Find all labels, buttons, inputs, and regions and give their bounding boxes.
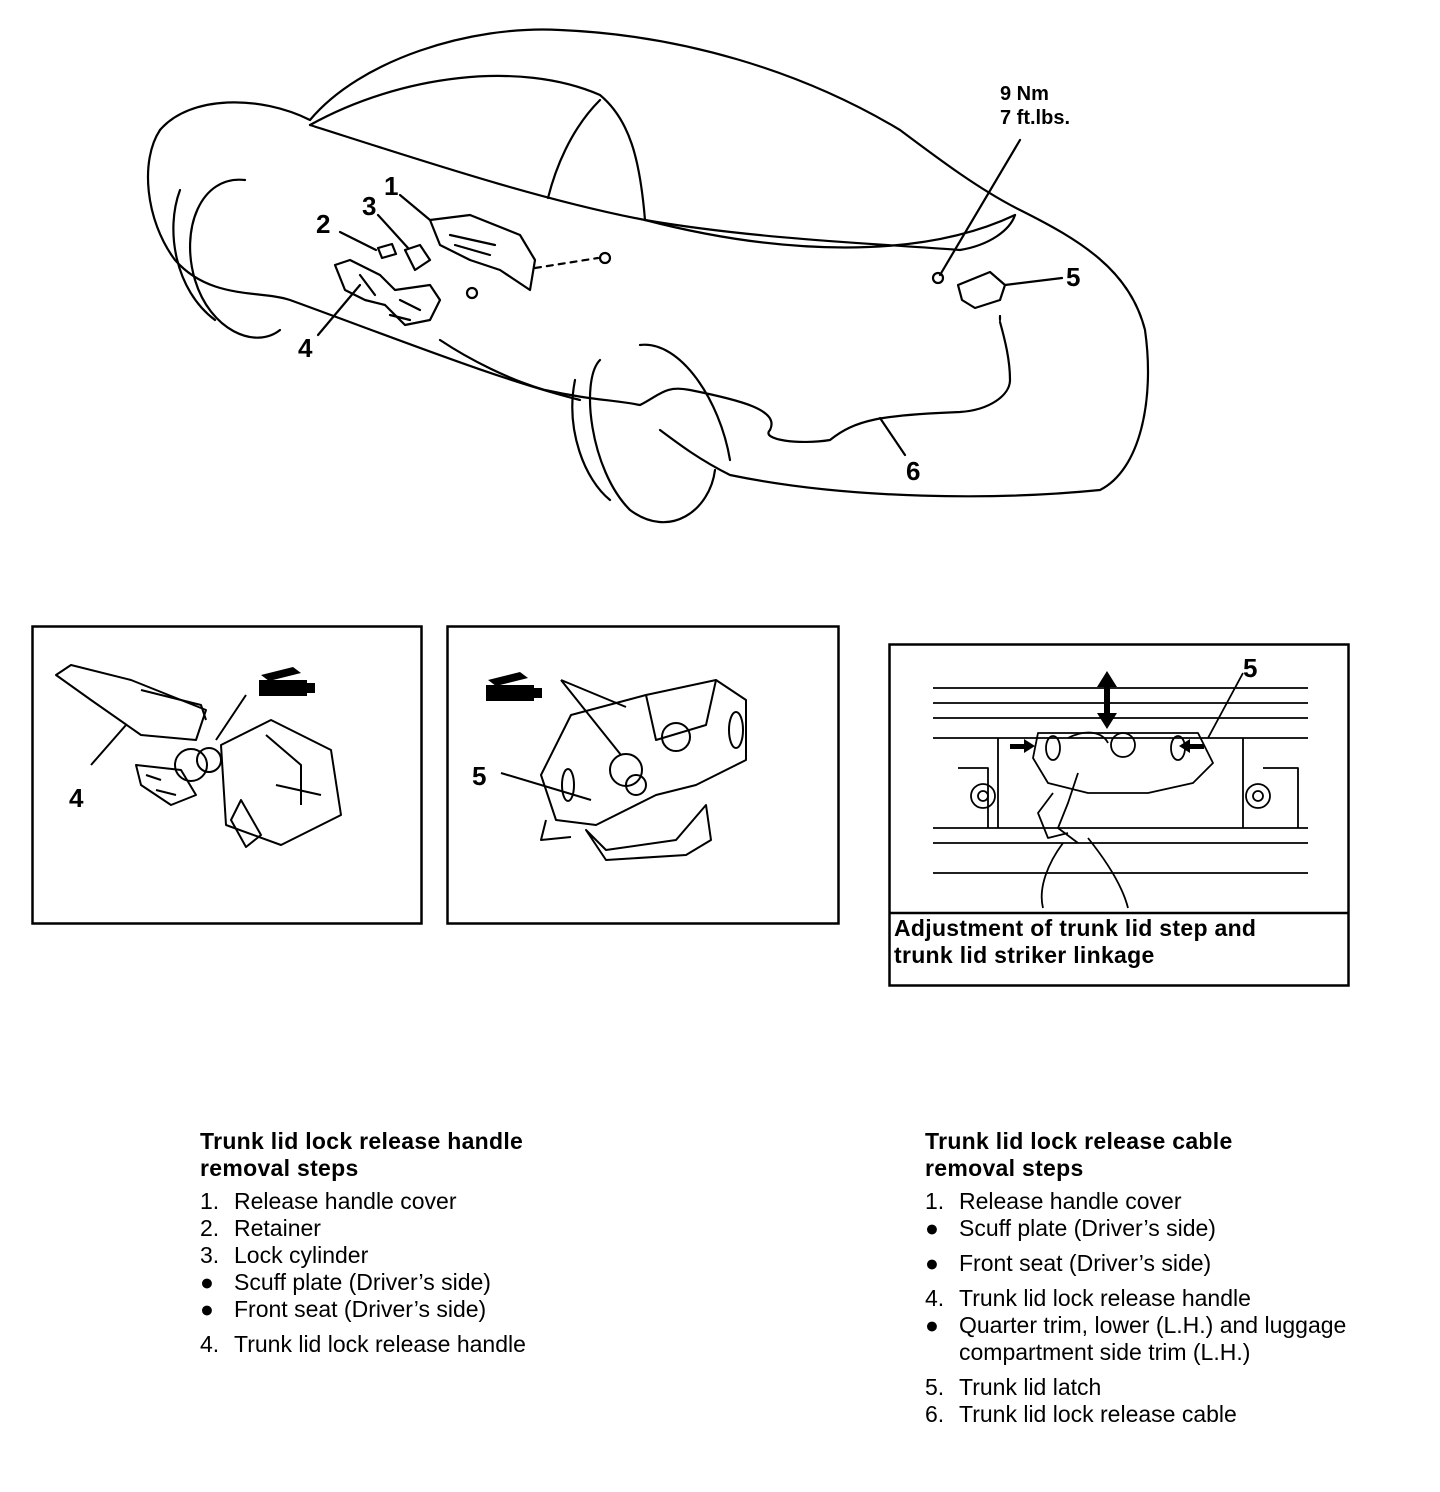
arrow-right-icon	[1010, 739, 1035, 753]
list-item: compartment side trim (L.H.)	[959, 1339, 1251, 1365]
list-item: 4.Trunk lid lock release handle	[200, 1331, 526, 1357]
car-diagram: 9 Nm 7 ft.lbs. 1 2 3 4 5 6	[146, 28, 1150, 524]
list-item: 6.Trunk lid lock release cable	[925, 1401, 1237, 1427]
handle-removal-steps: Trunk lid lock release handle removal st…	[200, 1128, 720, 1358]
car-body-outline	[158, 28, 1150, 498]
caption-line1: Adjustment of trunk lid step and	[894, 915, 1257, 941]
detail-release-handle: 4	[31, 625, 423, 925]
torque-line2: 7 ft.lbs.	[1000, 107, 1070, 129]
callout-1: 1	[384, 171, 398, 201]
callout-6: 6	[906, 456, 920, 486]
adjustment-caption: Adjustment of trunk lid step and trunk l…	[894, 915, 1342, 969]
list-item: ●Scuff plate (Driver’s side)	[925, 1215, 1216, 1241]
list-item: 5.Trunk lid latch	[925, 1374, 1102, 1400]
list-item: 3.Lock cylinder	[200, 1242, 369, 1268]
arrow-left-icon	[1179, 739, 1204, 753]
front-wheel	[188, 178, 282, 339]
list-item: 1.Release handle cover	[200, 1188, 457, 1214]
callout-2: 2	[316, 209, 330, 239]
detail-left-callout: 4	[69, 783, 84, 813]
grease-icon	[486, 672, 542, 701]
list-item: 2.Retainer	[200, 1215, 321, 1241]
callout-3: 3	[362, 191, 376, 221]
detail-middle-callout: 5	[472, 761, 486, 791]
grease-icon	[259, 667, 315, 696]
list-item: ●Quarter trim, lower (L.H.) and luggage	[925, 1312, 1347, 1338]
handle-steps-list: 1.Release handle cover 2.Retainer 3.Lock…	[200, 1188, 720, 1358]
cable-steps-list: 1.Release handle cover ●Scuff plate (Dri…	[925, 1188, 1425, 1428]
detail-right-callout: 5	[1243, 653, 1257, 683]
list-item: ●Front seat (Driver’s side)	[925, 1250, 1212, 1276]
release-cable	[438, 320, 1012, 444]
callout-4: 4	[298, 333, 313, 363]
trunk-latch-small	[956, 270, 1007, 310]
caption-line2: trunk lid striker linkage	[894, 942, 1155, 968]
callout-5: 5	[1066, 262, 1080, 292]
cable-steps-title: Trunk lid lock release cable removal ste…	[925, 1128, 1233, 1181]
torque-line1: 9 Nm	[1000, 83, 1049, 105]
list-item: ●Front seat (Driver’s side)	[200, 1296, 487, 1322]
cable-removal-steps: Trunk lid lock release cable removal ste…	[925, 1128, 1425, 1428]
up-down-arrow-icon	[1097, 671, 1117, 729]
rear-wheel	[588, 358, 717, 524]
list-item: 4.Trunk lid lock release handle	[925, 1285, 1251, 1311]
detail-striker-adjustment: 5	[888, 643, 1350, 987]
handle-steps-title: Trunk lid lock release handle removal st…	[200, 1128, 524, 1181]
list-item: 1.Release handle cover	[925, 1188, 1182, 1214]
detail-trunk-latch: 5	[446, 625, 840, 925]
list-item: ●Scuff plate (Driver’s side)	[200, 1269, 491, 1295]
